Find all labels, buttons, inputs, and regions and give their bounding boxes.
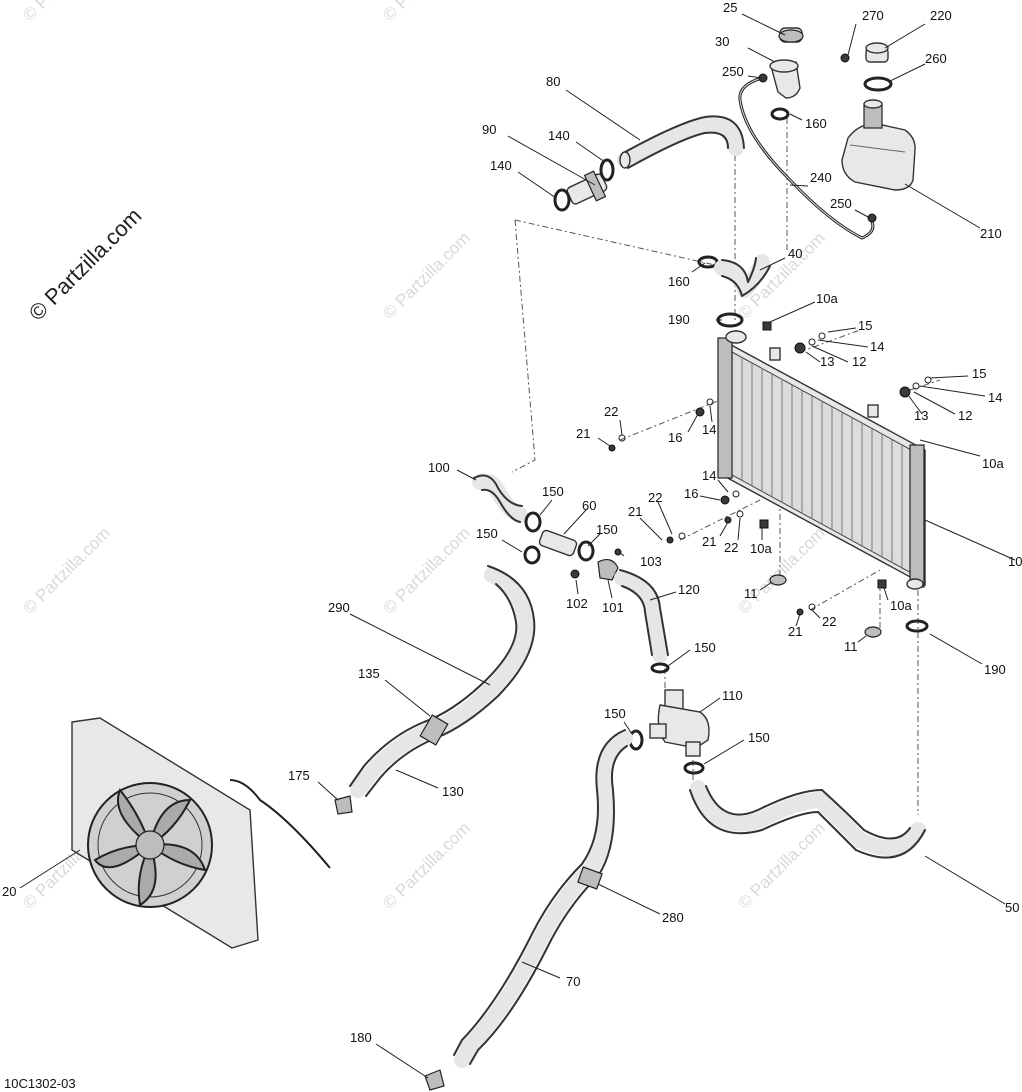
callout-label: 21	[628, 504, 642, 519]
callout-label: 220	[930, 8, 952, 23]
callout-label: 140	[490, 158, 512, 173]
figure-code: 10C1302-03	[4, 1076, 76, 1091]
callout-label: 15	[858, 318, 872, 333]
watermark: © Partzilla.com	[379, 228, 473, 322]
callout-label: 11	[844, 639, 858, 654]
callout-label: 150	[748, 730, 770, 745]
callout-label: 150	[476, 526, 498, 541]
callout-label: 14	[702, 468, 716, 483]
callout-label: 150	[596, 522, 618, 537]
callout-label: 250	[722, 64, 744, 79]
callout-label: 10a	[982, 456, 1004, 471]
screw	[840, 53, 850, 63]
callout-label: 120	[678, 582, 700, 597]
thermostat-housing	[628, 662, 710, 775]
callout-label: 20	[2, 884, 16, 899]
callout-label: 10a	[890, 598, 912, 613]
callout-label: 21	[788, 624, 802, 639]
callout-label: 290	[328, 600, 350, 615]
callout-label: 22	[604, 404, 618, 419]
callout-label: 150	[604, 706, 626, 721]
tank-cap	[865, 42, 889, 63]
callout-label: 22	[724, 540, 738, 555]
callout-label: 180	[350, 1030, 372, 1045]
callout-label: 10a	[750, 541, 772, 556]
callout-label: 12	[852, 354, 866, 369]
callout-label: 13	[914, 408, 928, 423]
callout-label: 101	[602, 600, 624, 615]
callout-label: 260	[925, 51, 947, 66]
callout-label: 150	[694, 640, 716, 655]
callout-label: 10a	[816, 291, 838, 306]
assembly-lines	[511, 118, 941, 815]
callout-label: 110	[722, 688, 743, 703]
callout-label: 16	[684, 486, 698, 501]
callout-label: 21	[576, 426, 590, 441]
callout-label: 60	[582, 498, 596, 513]
callout-label: 280	[662, 910, 684, 925]
callout-label: 240	[810, 170, 832, 185]
callout-label: 135	[358, 666, 380, 681]
callout-label: 12	[958, 408, 972, 423]
fan-assembly	[71, 717, 331, 949]
watermark: © Partzilla.com	[19, 523, 113, 617]
callout-label: 250	[830, 196, 852, 211]
callout-label: 190	[984, 662, 1006, 677]
tank-clamp	[863, 76, 893, 92]
callout-label: 140	[548, 128, 570, 143]
leader-lines	[19, 13, 1016, 1079]
fitting-t	[553, 158, 615, 212]
callout-label: 160	[805, 116, 827, 131]
callout-label: 130	[442, 784, 464, 799]
callout-label: 30	[715, 34, 729, 49]
expansion-tank	[841, 99, 916, 191]
callout-label: 160	[668, 274, 690, 289]
callout-label: 13	[820, 354, 834, 369]
callout-label: 15	[972, 366, 986, 381]
callout-label: 90	[482, 122, 496, 137]
watermark: © Partzilla.com	[379, 818, 473, 912]
callout-label: 175	[288, 768, 310, 783]
callout-label: 270	[862, 8, 884, 23]
callout-label: 25	[723, 0, 737, 15]
callout-label: 210	[980, 226, 1002, 241]
watermark: © Partzilla.com	[734, 523, 828, 617]
watermark: © Partzilla.com	[379, 0, 473, 25]
callout-label: 11	[744, 586, 758, 601]
callout-label: 10	[1008, 554, 1022, 569]
callout-label: 21	[702, 534, 716, 549]
callout-label: 190	[668, 312, 690, 327]
watermark: © Partzilla.com	[19, 0, 113, 25]
callout-label: 50	[1005, 900, 1019, 915]
partzilla-watermark: © Partzilla.com	[24, 203, 147, 326]
callout-label: 14	[870, 339, 884, 354]
callout-label: 14	[988, 390, 1002, 405]
callout-label: 80	[546, 74, 560, 89]
callout-label: 150	[542, 484, 564, 499]
callout-label: 22	[822, 614, 836, 629]
callout-label: 14	[702, 422, 716, 437]
callout-label: 100	[428, 460, 450, 475]
callout-label: 40	[788, 246, 802, 261]
radiator	[717, 330, 926, 590]
callout-label: 70	[566, 974, 580, 989]
callout-labels: 25 270 220 30 250 260 80 160 90 140 140 …	[2, 0, 1022, 1045]
callout-label: 103	[640, 554, 662, 569]
hardware	[608, 321, 932, 638]
watermark: © Partzilla.com	[379, 523, 473, 617]
callout-label: 22	[648, 490, 662, 505]
callout-label: 16	[668, 430, 682, 445]
callout-label: 102	[566, 596, 588, 611]
filler-neck	[769, 27, 804, 99]
